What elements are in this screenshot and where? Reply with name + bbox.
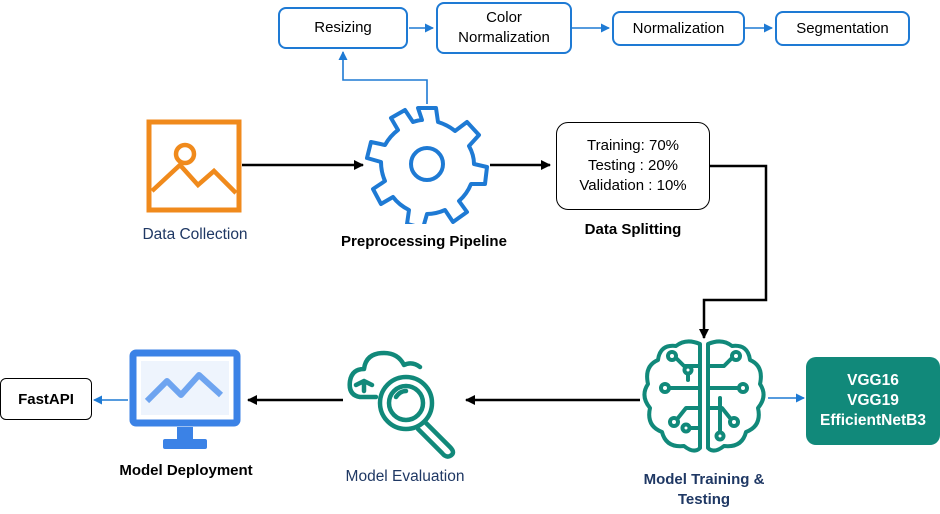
- data-splitting-box: Training: 70% Testing : 20% Validation :…: [556, 122, 710, 210]
- model-efficientnetb3: EfficientNetB3: [820, 412, 926, 429]
- data-collection-label: Data Collection: [142, 226, 248, 243]
- normalization-box: Normalization: [612, 11, 745, 46]
- segmentation-label: Segmentation: [796, 19, 889, 37]
- cloud-search-icon: [347, 350, 456, 459]
- brain-circuit-icon: [642, 339, 766, 453]
- arrow-pipeline-to-resizing: [338, 51, 428, 104]
- segmentation-box: Segmentation: [775, 11, 910, 46]
- preprocessing-pipeline-label: Preprocessing Pipeline: [341, 233, 507, 250]
- model-training-label-line1: Model Training &: [643, 471, 765, 488]
- arrow-splitting-to-training: [699, 164, 768, 339]
- model-vgg16: VGG16: [847, 372, 899, 389]
- split-validation: Validation : 10%: [579, 177, 687, 194]
- color-normalization-label: Color Normalization: [458, 9, 550, 46]
- gear-icon: [365, 106, 489, 224]
- color-normalization-box: Color Normalization: [436, 2, 572, 54]
- fastapi-label: FastAPI: [18, 390, 74, 408]
- model-list-box: VGG16 VGG19 EfficientNetB3: [806, 357, 940, 445]
- split-training: Training: 70%: [587, 137, 679, 154]
- resizing-box: Resizing: [278, 7, 408, 49]
- split-testing: Testing : 20%: [587, 157, 679, 174]
- monitor-chart-icon: [129, 349, 241, 449]
- model-training-label: Model Training & Testing: [644, 470, 765, 510]
- data-splitting-label: Data Splitting: [584, 221, 682, 238]
- model-vgg19: VGG19: [847, 392, 899, 409]
- model-evaluation-label: Model Evaluation: [345, 468, 465, 485]
- normalization-label: Normalization: [632, 19, 725, 37]
- model-training-label-line2: Testing: [677, 491, 731, 508]
- image-icon: [146, 119, 242, 213]
- model-deployment-label: Model Deployment: [119, 462, 253, 479]
- resizing-label: Resizing: [314, 19, 372, 36]
- fastapi-box: FastAPI: [0, 378, 92, 420]
